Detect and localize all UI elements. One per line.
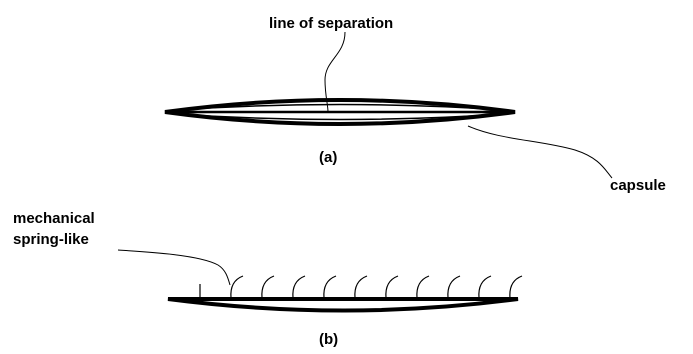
panel-a: line of separation capsule (a)	[164, 15, 666, 194]
spring-hook	[292, 275, 306, 299]
panel-b-label: (b)	[319, 331, 338, 348]
spring-leader-line	[117, 249, 231, 286]
spring-hook	[447, 275, 461, 299]
spring-hook	[354, 275, 368, 299]
capsule-inner-line-bottom	[174, 113, 506, 121]
capsule-outer-shape	[164, 98, 516, 126]
spring-hook	[509, 275, 523, 299]
spring-hook	[323, 275, 337, 299]
mechanical-label: mechanical	[13, 210, 95, 227]
panel-b: mechanical spring-like (b)	[13, 210, 523, 348]
capsule-label: capsule	[610, 177, 666, 194]
panel-a-label: (a)	[319, 149, 337, 166]
spring-hook	[478, 275, 492, 299]
half-capsule-shape	[167, 297, 519, 313]
spring-like-label: spring-like	[13, 231, 89, 248]
capsule-inner-line-top	[174, 103, 506, 111]
capsule-leader-line	[467, 125, 613, 179]
spring-hook	[261, 275, 275, 299]
separation-leader-line	[324, 31, 346, 113]
spring-hook	[230, 275, 244, 299]
spring-hook	[385, 275, 399, 299]
spring-hook	[416, 275, 430, 299]
spring-hooks	[199, 275, 523, 299]
separation-label: line of separation	[269, 15, 393, 32]
